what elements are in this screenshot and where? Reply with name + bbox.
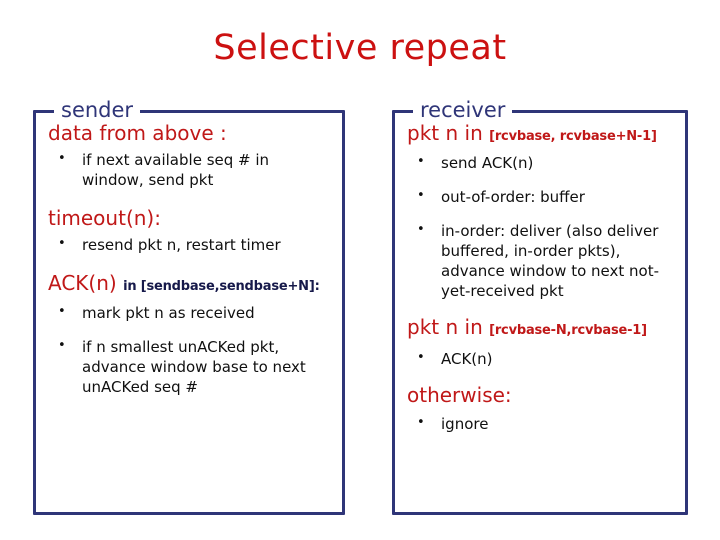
sender-panel-body: data from above : if next available seq … (36, 113, 342, 411)
list-item: if next available seq # in window, send … (46, 149, 332, 190)
sender-heading-timeout: timeout(n): (48, 206, 332, 231)
receiver-bullets-otherwise: ignore (405, 413, 675, 434)
sender-heading-timeout-text: timeout(n): (48, 206, 161, 230)
list-item: ACK(n) (405, 348, 675, 369)
sender-bullets-data-from-above: if next available seq # in window, send … (46, 149, 332, 190)
sender-panel: sender data from above : if next availab… (33, 97, 345, 515)
receiver-heading-pkt-below-window: pkt n in [rcvbase-N,rcvbase-1] (407, 315, 675, 343)
receiver-heading-pkt-below-window-range: [rcvbase-N,rcvbase-1] (489, 323, 647, 338)
list-item: in-order: deliver (also deliver buffered… (405, 220, 675, 301)
receiver-heading-pkt-in-window: pkt n in [rcvbase, rcvbase+N-1] (407, 121, 675, 149)
sender-bullets-ack: mark pkt n as received if n smallest unA… (46, 302, 332, 397)
receiver-panel: receiver pkt n in [rcvbase, rcvbase+N-1]… (392, 97, 688, 515)
receiver-heading-otherwise-text: otherwise: (407, 383, 512, 407)
list-item: if n smallest unACKed pkt, advance windo… (46, 336, 332, 397)
sender-panel-legend: sender (54, 97, 141, 123)
page-title: Selective repeat (213, 28, 507, 68)
receiver-panel-legend: receiver (413, 97, 513, 123)
list-item: resend pkt n, restart timer (46, 234, 332, 255)
sender-heading-ack: ACK(n) in [sendbase,sendbase+N]: (48, 271, 332, 299)
list-item: send ACK(n) (405, 152, 675, 173)
list-item: out-of-order: buffer (405, 186, 675, 207)
list-item: ignore (405, 413, 675, 434)
sender-heading-data-from-above-text: data from above : (48, 121, 227, 145)
receiver-heading-pkt-below-window-text: pkt n in (407, 315, 483, 339)
receiver-heading-pkt-in-window-range: [rcvbase, rcvbase+N-1] (489, 129, 657, 144)
receiver-panel-body: pkt n in [rcvbase, rcvbase+N-1] send ACK… (395, 113, 685, 448)
receiver-heading-pkt-in-window-text: pkt n in (407, 121, 483, 145)
receiver-heading-otherwise: otherwise: (407, 383, 675, 408)
receiver-bullets-pkt-in-window: send ACK(n) out-of-order: buffer in-orde… (405, 152, 675, 301)
sender-bullets-timeout: resend pkt n, restart timer (46, 234, 332, 255)
sender-heading-ack-text: ACK(n) (48, 271, 117, 295)
receiver-bullets-pkt-below-window: ACK(n) (405, 348, 675, 369)
list-item: mark pkt n as received (46, 302, 332, 323)
sender-heading-ack-range: in [sendbase,sendbase+N]: (123, 279, 320, 294)
sender-heading-data-from-above: data from above : (48, 121, 332, 146)
